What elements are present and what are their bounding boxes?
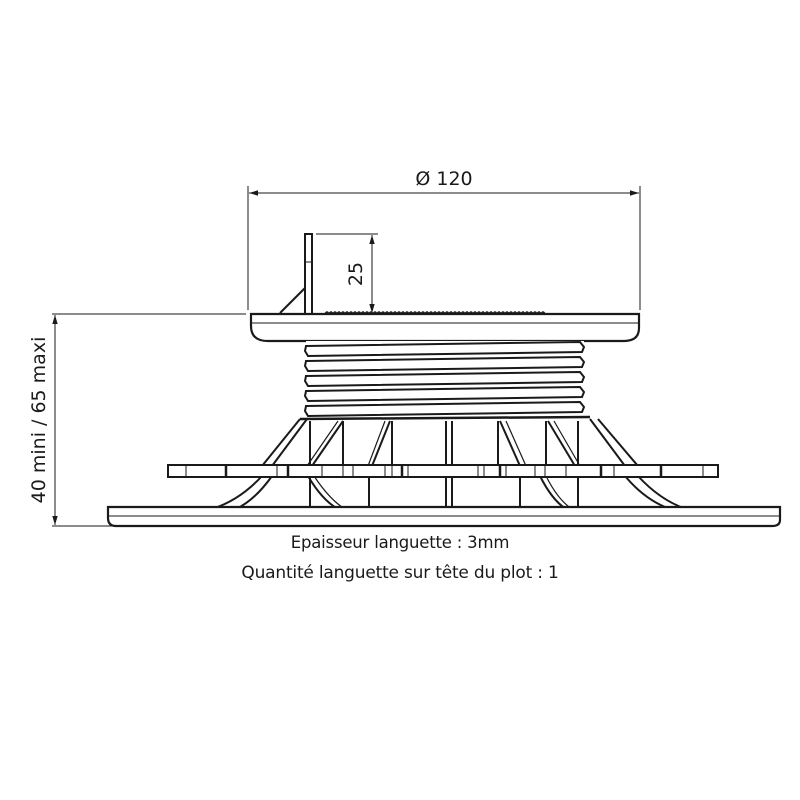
base-plate [106,505,782,528]
height-range-dimension [52,313,246,527]
tab-height-dimension [316,233,378,313]
spacer-tab [279,233,313,315]
head-plate [249,311,641,343]
threaded-column [299,340,591,421]
cross-bar [167,464,719,478]
tab-quantity-caption: Quantité languette sur tête du plot : 1 [241,563,559,583]
tab-thickness-caption: Epaisseur languette : 3mm [290,533,510,552]
diameter-label: Ø 120 [415,168,472,190]
diameter-dimension [247,186,641,310]
height-range-label: 40 mini / 65 maxi [28,337,50,504]
tab-height-label: 25 [345,262,367,286]
